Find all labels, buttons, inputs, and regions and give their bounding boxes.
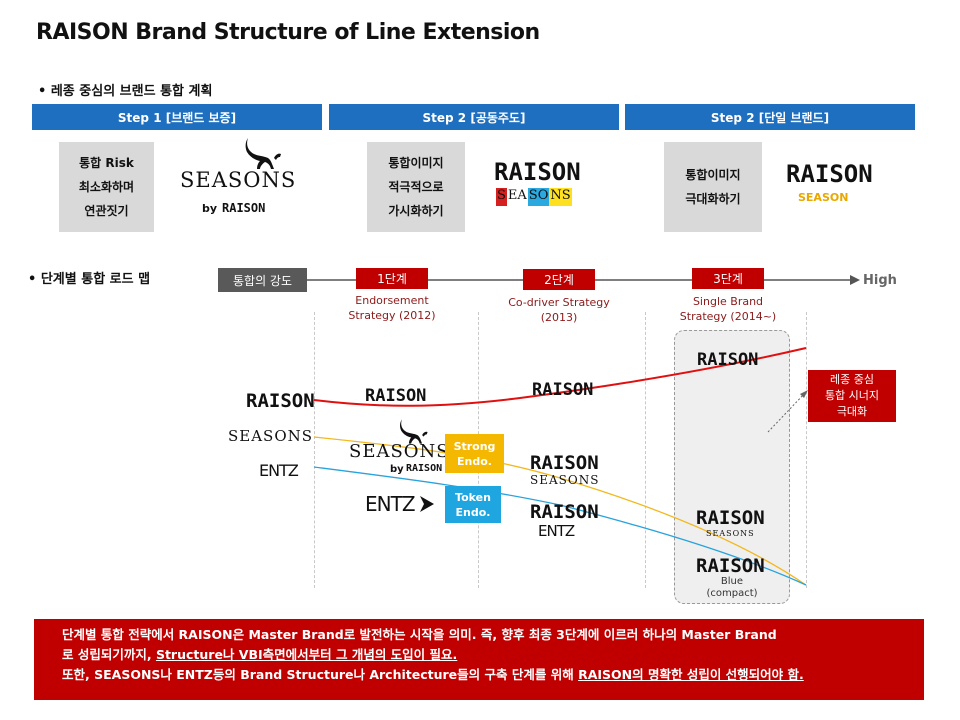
raison-logo: RAISON bbox=[246, 390, 315, 412]
section-integration-plan: • 레종 중심의 브랜드 통합 계획 bbox=[38, 84, 213, 99]
caption-line: (2013) bbox=[540, 311, 578, 324]
stage-2-caption: Co-driver Strategy (2013) bbox=[494, 295, 624, 325]
season-logo-small: SEASON bbox=[798, 191, 849, 204]
label-line: Blue bbox=[720, 576, 744, 587]
step-3-desc: 통합이미지 극대화하기 bbox=[664, 142, 762, 232]
desc-line: 적극적으로 bbox=[388, 180, 444, 194]
seasons-segment: EA bbox=[506, 188, 528, 206]
summary-box: 단계별 통합 전략에서 RAISON은 Master Brand로 발전하는 시… bbox=[34, 619, 924, 700]
raison-logo-small: RAISON bbox=[222, 201, 266, 215]
raison-logo: RAISON bbox=[696, 555, 765, 577]
step-3-bar: Step 2 [단일 브랜드] bbox=[625, 104, 915, 130]
raison-logo: RAISON bbox=[365, 386, 427, 406]
step-2-desc: 통합이미지 적극적으로 가시화하기 bbox=[367, 142, 465, 232]
caption-line: Strategy (2014~) bbox=[679, 310, 777, 323]
seasons-line bbox=[313, 436, 807, 586]
summary-text: 또한, SEASONS나 ENTZ등의 Brand Structure나 Arc… bbox=[62, 667, 579, 682]
synergy-pointer-head bbox=[800, 390, 808, 398]
synergy-line: 통합 시너지 bbox=[824, 389, 880, 402]
seasons-logo: SEASONS bbox=[180, 168, 297, 192]
entz-line bbox=[313, 466, 807, 586]
tag-line: Token bbox=[455, 490, 491, 504]
summary-text: 로 성립되기까지, bbox=[62, 647, 156, 662]
stage-3-caption: Single Brand Strategy (2014~) bbox=[668, 294, 788, 324]
raison-logo: RAISON bbox=[696, 507, 765, 529]
raison-logo: RAISON bbox=[532, 380, 594, 400]
summary-text-underlined: RAISON의 명확한 성립이 선행되어야 함. bbox=[578, 667, 804, 682]
section-roadmap: • 단계별 통합 로드 맵 bbox=[28, 272, 151, 287]
desc-line: 통합이미지 bbox=[388, 156, 444, 170]
raison-logo: RAISON bbox=[786, 160, 873, 188]
entz-logo: ENTZ bbox=[259, 461, 299, 480]
raison-logo: RAISON bbox=[494, 158, 581, 186]
summary-line-1: 단계별 통합 전략에서 RAISON은 Master Brand로 발전하는 시… bbox=[62, 627, 777, 642]
entz-mark-icon bbox=[420, 496, 434, 512]
by-text: by bbox=[202, 202, 218, 215]
raison-logo: RAISON bbox=[697, 350, 759, 370]
stage-1-badge: 1단계 bbox=[356, 268, 428, 289]
axis-label: 통합의 강도 bbox=[218, 268, 307, 292]
step-2-bar: Step 2 [공동주도] bbox=[329, 104, 619, 130]
synergy-line: 레종 중심 bbox=[830, 373, 874, 386]
raison-logo-small: RAISON bbox=[406, 463, 443, 474]
seasons-segment: NS bbox=[549, 188, 572, 206]
seasons-logo: SEASONS bbox=[349, 441, 450, 462]
summary-line-2: 로 성립되기까지, Structure나 VBI측면에서부터 그 개념의 도입이… bbox=[62, 645, 914, 665]
label-line: (compact) bbox=[706, 588, 758, 599]
tag-line: Endo. bbox=[457, 454, 492, 468]
synergy-line: 극대화 bbox=[836, 405, 868, 418]
page-title: RAISON Brand Structure of Line Extension bbox=[36, 20, 540, 45]
summary-text-underlined: Structure나 VBI측면에서부터 그 개념의 도입이 필요. bbox=[155, 647, 458, 662]
caption-line: Strategy (2012) bbox=[348, 309, 436, 322]
desc-line: 가시화하기 bbox=[388, 204, 444, 218]
by-text: by bbox=[390, 464, 404, 475]
stage-3-badge: 3단계 bbox=[692, 268, 764, 289]
entz-logo: ENTZ bbox=[538, 522, 575, 540]
divider bbox=[645, 312, 646, 588]
seasons-color-logo: S EA SO NS bbox=[496, 188, 572, 206]
stage-3-panel bbox=[674, 330, 790, 604]
seasons-logo: SEASONS bbox=[228, 427, 314, 445]
cat-logo-icon bbox=[400, 419, 428, 444]
seasons-logo: SEASONS bbox=[706, 529, 755, 538]
token-endo-tag: Token Endo. bbox=[445, 486, 501, 523]
desc-line: 통합이미지 bbox=[685, 168, 741, 182]
tag-line: Strong bbox=[453, 439, 496, 453]
stage-2-badge: 2단계 bbox=[523, 269, 595, 290]
desc-line: 최소화하며 bbox=[78, 180, 135, 194]
summary-line-3: 또한, SEASONS나 ENTZ등의 Brand Structure나 Arc… bbox=[62, 665, 914, 685]
strong-endo-tag: Strong Endo. bbox=[445, 434, 504, 473]
step-1-desc: 통합 Risk 최소화하며 연관짓기 bbox=[59, 142, 154, 232]
step-1-bar: Step 1 [브랜드 보증] bbox=[32, 104, 322, 130]
seasons-logo: SEASONS bbox=[530, 473, 600, 487]
desc-line: 통합 Risk bbox=[79, 156, 134, 170]
seasons-segment: S bbox=[496, 188, 507, 206]
stage-1-caption: Endorsement Strategy (2012) bbox=[332, 293, 452, 323]
caption-line: Endorsement bbox=[355, 294, 429, 307]
seasons-segment: SO bbox=[527, 188, 550, 206]
divider bbox=[806, 312, 807, 588]
desc-line: 극대화하기 bbox=[685, 192, 741, 206]
synergy-pointer bbox=[767, 391, 807, 433]
cat-logo-icon bbox=[245, 138, 281, 169]
synergy-box: 레종 중심 통합 시너지 극대화 bbox=[808, 370, 896, 422]
raison-line bbox=[313, 347, 807, 407]
raison-logo: RAISON bbox=[530, 452, 599, 474]
tag-line: Endo. bbox=[455, 505, 491, 519]
axis-high-label: High bbox=[863, 273, 897, 288]
caption-line: Single Brand bbox=[692, 295, 764, 308]
caption-line: Co-driver Strategy bbox=[508, 296, 610, 309]
divider bbox=[314, 312, 315, 588]
raison-logo: RAISON bbox=[530, 501, 599, 523]
desc-line: 연관짓기 bbox=[84, 204, 129, 218]
blue-compact-label: Blue (compact) bbox=[690, 576, 774, 600]
entz-logo: ENTZ bbox=[365, 492, 416, 516]
